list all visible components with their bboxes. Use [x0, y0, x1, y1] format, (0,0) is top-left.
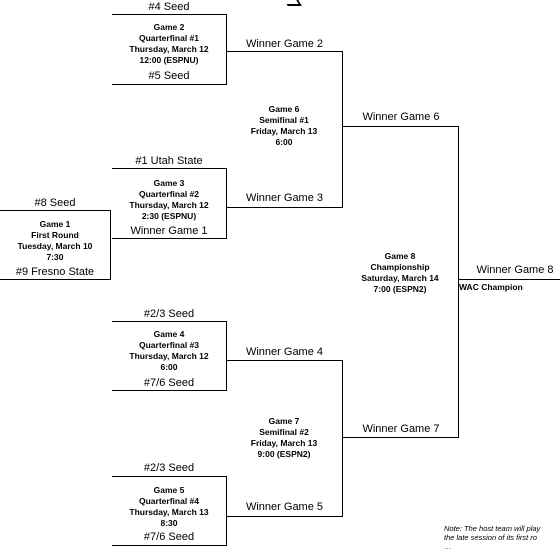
game2-right-line: [226, 14, 227, 85]
semifinal2-line: [342, 360, 343, 517]
game1-top-line: [0, 210, 111, 211]
game1-bottom-line: [0, 279, 111, 280]
host-team-note: Note: The host team will play the late s…: [444, 524, 541, 550]
game4-top-line: [112, 321, 227, 322]
game3-top-line: [112, 168, 227, 169]
game4-bottom-line: [112, 390, 227, 391]
semifinal1-line: [342, 51, 343, 208]
game5-bottom-seed: #7/6 Seed: [143, 531, 195, 543]
game2-top-line: [112, 14, 227, 15]
winner-game-7-label: Winner Game 7: [362, 423, 440, 435]
winner-game-2-label: Winner Game 2: [245, 38, 324, 50]
winner-game-6-label: Winner Game 6: [362, 111, 440, 123]
game5-top-line: [112, 476, 227, 477]
winner-game-3-line: [226, 207, 343, 208]
winner-game-6-line: [342, 126, 459, 127]
game4-top-seed: #2/3 Seed: [143, 308, 195, 320]
game1-top-seed: #8 Seed: [34, 197, 76, 209]
game4-bottom-seed: #7/6 Seed: [143, 377, 195, 389]
game5-right-line: [226, 476, 227, 546]
game3-right-line: [226, 168, 227, 239]
winner-game-4-label: Winner Game 4: [245, 346, 324, 358]
game3-bottom-line: [112, 238, 227, 239]
game1-bottom-seed: #9 Fresno State: [15, 266, 95, 278]
game1-right-line: [110, 210, 111, 280]
winner-game-1-label: Winner Game 1: [130, 225, 208, 237]
game2-bottom-line: [112, 84, 227, 85]
game2-top-seed: #4 Seed: [148, 1, 190, 13]
game5-top-seed: #2/3 Seed: [143, 462, 195, 474]
game4-right-line: [226, 321, 227, 391]
winner-game-4-line: [226, 360, 343, 361]
winner-game-7-line: [342, 437, 459, 438]
wac-champion-label: WAC Champion: [459, 282, 523, 292]
winner-game-8-label: Winner Game 8: [476, 264, 554, 276]
game5-bottom-line: [112, 545, 227, 546]
winner-game-8-line: [458, 279, 560, 280]
top-arrow-fragment: [284, 0, 302, 6]
winner-game-2-line: [226, 51, 343, 52]
winner-game-5-line: [226, 516, 343, 517]
championship-line: [458, 126, 459, 438]
game3-top-seed: #1 Utah State: [135, 155, 203, 167]
winner-game-3-label: Winner Game 3: [245, 192, 324, 204]
winner-game-5-label: Winner Game 5: [245, 501, 324, 513]
game2-bottom-seed: #5 Seed: [148, 70, 190, 82]
